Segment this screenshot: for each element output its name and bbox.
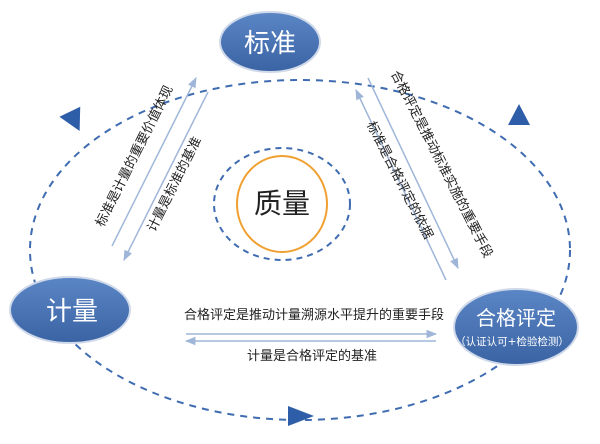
left-arrow-up — [111, 77, 197, 247]
left-inner-relation-text: 计量是标准的基准 — [144, 134, 205, 234]
right-arrow-up — [355, 89, 447, 281]
left-arrow-down — [123, 91, 209, 261]
node-standard — [219, 11, 321, 73]
cycle-arrow-right-icon — [508, 104, 530, 125]
node-metrology-label: 计量 — [46, 297, 98, 327]
outer-dashed-cycle — [29, 79, 571, 421]
right-arrow-down — [367, 77, 459, 269]
inner-dashed-ring — [213, 147, 351, 261]
cycle-arrow-left-icon — [59, 106, 81, 132]
center-quality-label: 质量 — [254, 187, 310, 220]
bottom-top-relation-text: 合格评定是推动计量溯源水平提升的重要手段 — [184, 307, 444, 323]
node-conformity-assessment — [453, 288, 579, 366]
bottom-bottom-relation-text: 计量是合格评定的基准 — [247, 348, 377, 364]
node-metrology — [9, 276, 131, 344]
node-conformity-assessment-label: 合格评定 — [476, 306, 556, 330]
center-quality-ring — [236, 155, 328, 253]
cycle-arrow-bottom-icon — [288, 406, 314, 426]
node-standard-label: 标准 — [244, 29, 296, 59]
node-conformity-assessment-sublabel: （认证认可+检验检测） — [455, 335, 569, 348]
